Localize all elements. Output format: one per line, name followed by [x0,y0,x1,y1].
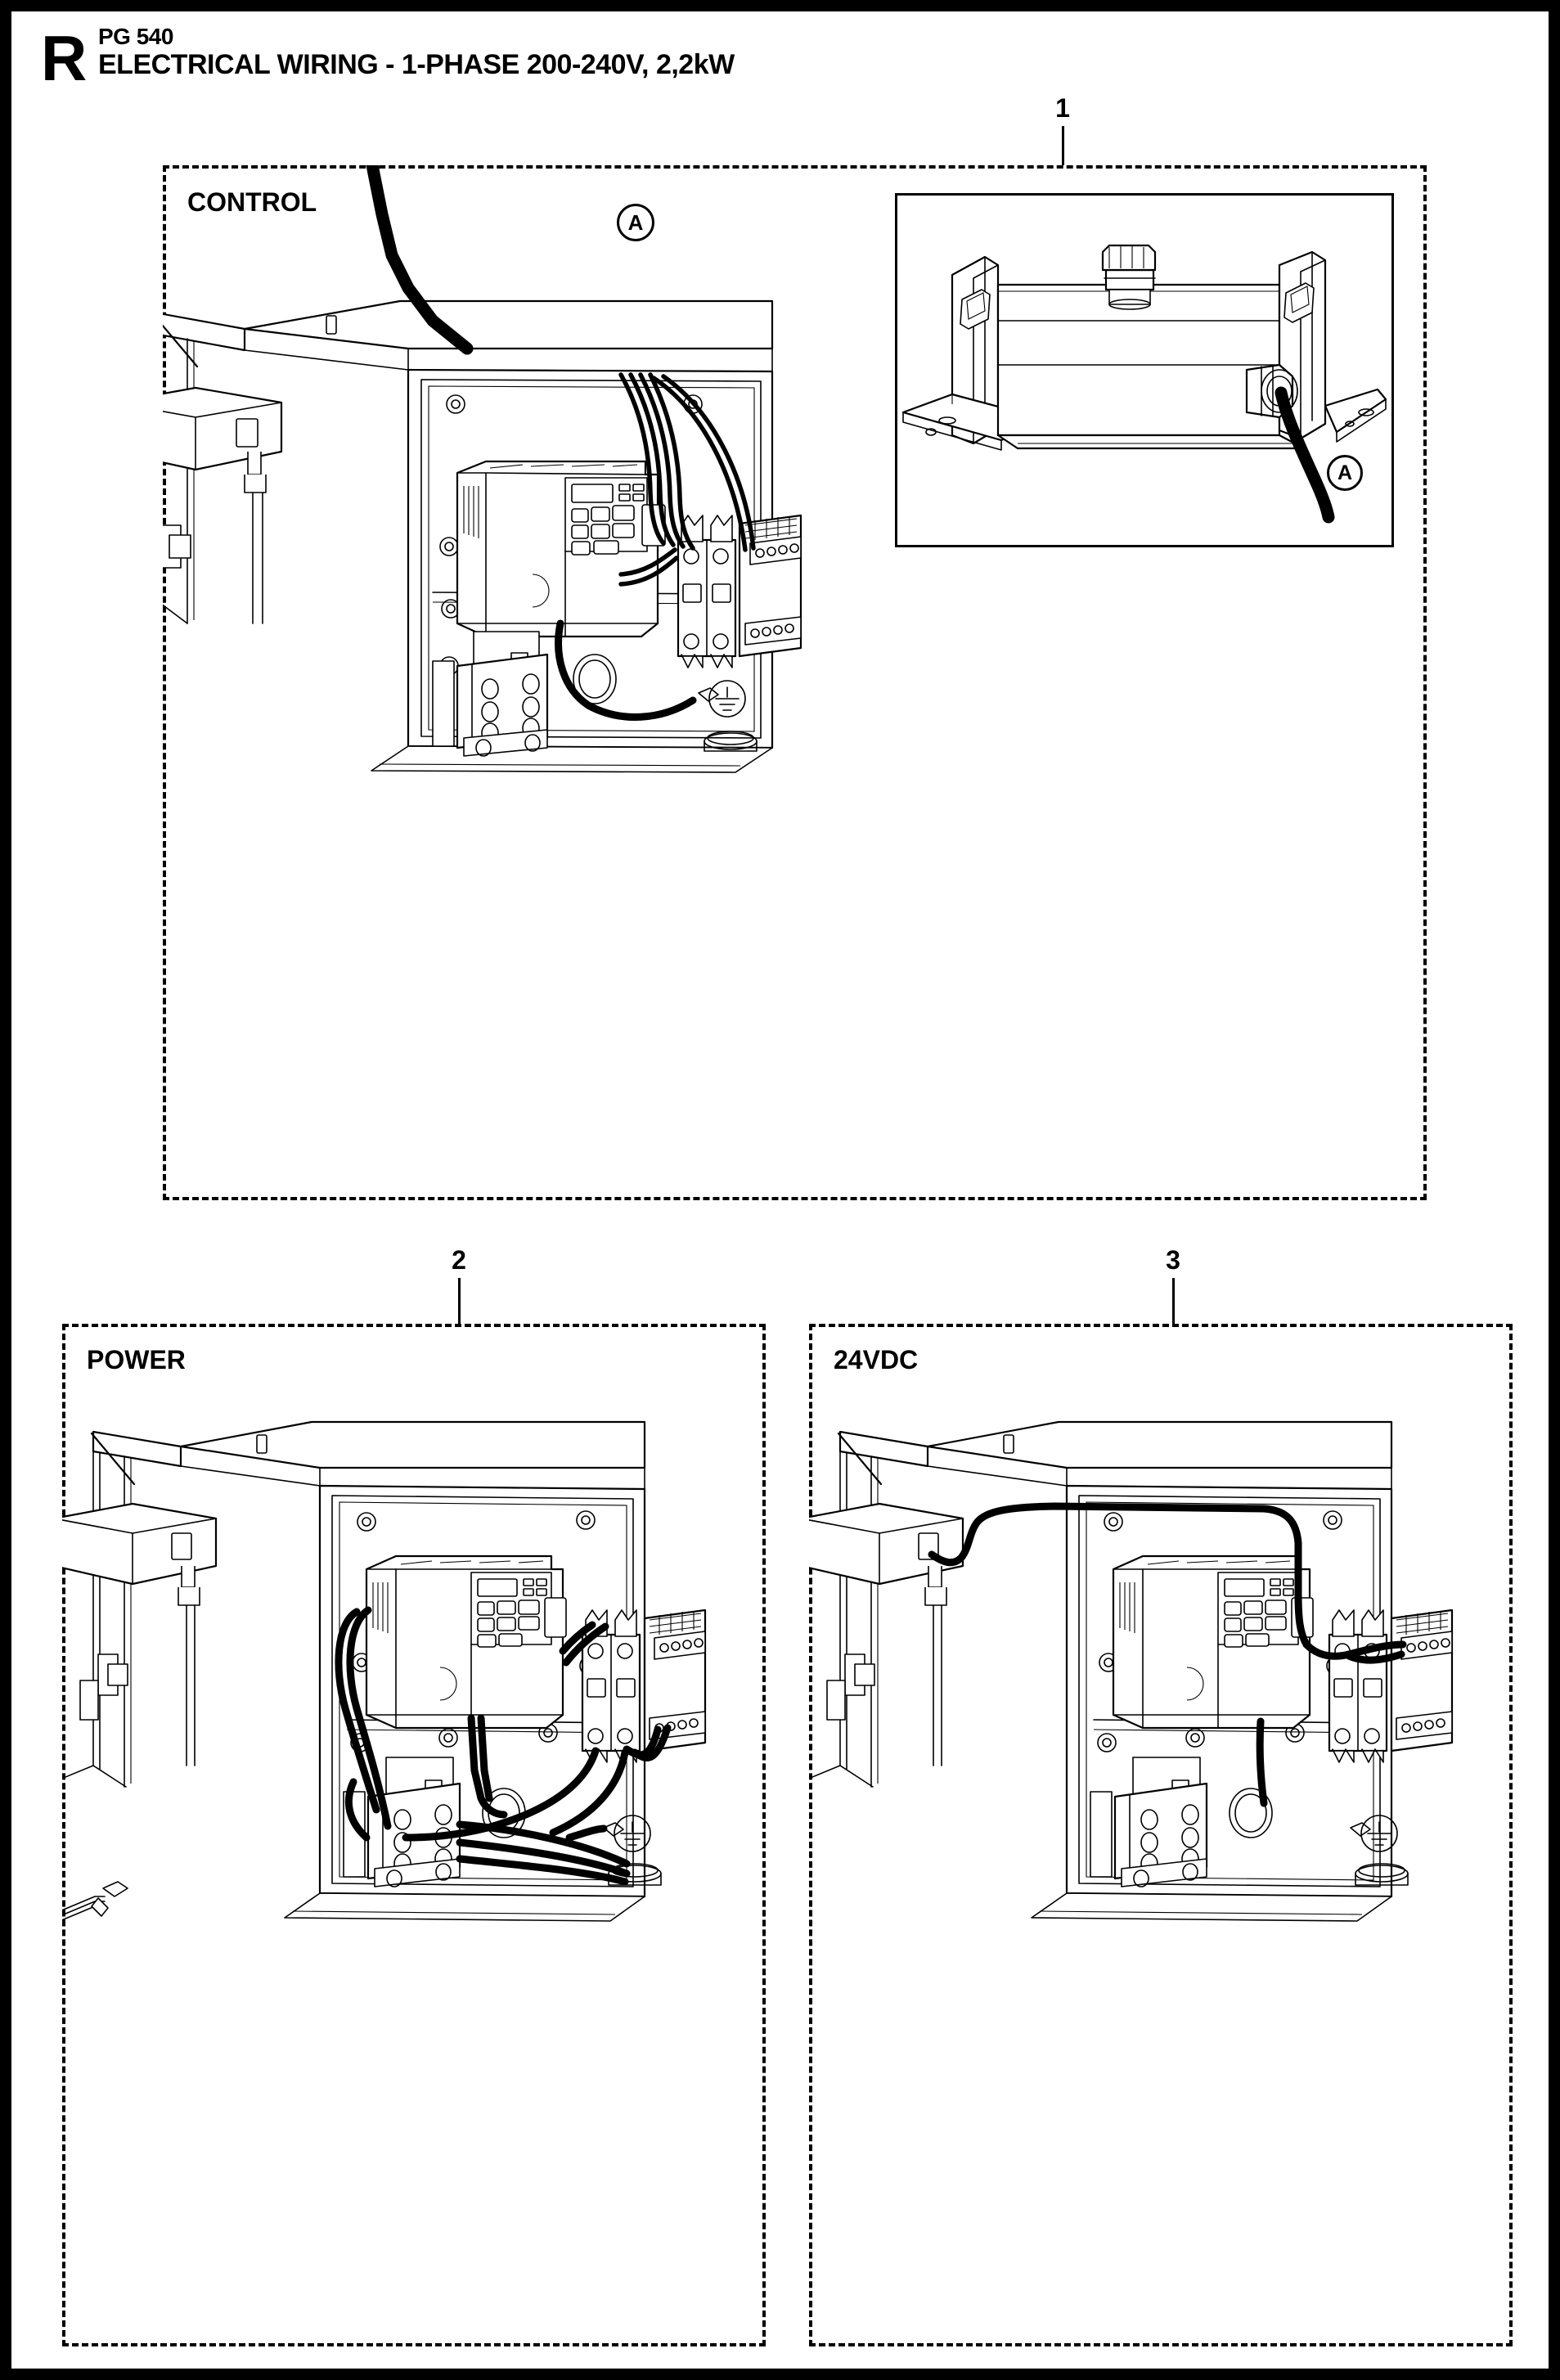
page-header: R PG 540 ELECTRICAL WIRING - 1-PHASE 200… [41,20,1268,118]
power-cabinet-drawing [62,1324,766,2346]
callout-number-1: 1 [1055,93,1070,123]
callout-leader-3 [1172,1278,1175,1324]
dc24-cabinet-drawing [809,1324,1513,2346]
control-cabinet-drawing [163,165,1427,1200]
model-name: PG 540 [98,24,173,49]
callout-number-3: 3 [1166,1245,1180,1275]
detail-inset-drawing [895,193,1394,547]
panel-control [163,165,1427,1200]
panel-24vdc [809,1324,1513,2346]
panel-label-control: CONTROL [187,187,317,217]
callout-number-2: 2 [452,1245,466,1275]
title-block: PG 540 ELECTRICAL WIRING - 1-PHASE 200-2… [98,24,735,81]
panel-label-power: POWER [87,1345,186,1374]
wire-tag-a-inset: A [1327,455,1363,491]
panel-label-24vdc: 24VDC [834,1345,919,1374]
page-title: ELECTRICAL WIRING - 1-PHASE 200-240V, 2,… [98,49,735,80]
callout-leader-2 [458,1278,461,1324]
wire-tag-a-control: A [617,204,654,241]
section-letter: R [41,22,87,94]
panel-power [62,1324,766,2346]
callout-leader-1 [1062,126,1064,165]
